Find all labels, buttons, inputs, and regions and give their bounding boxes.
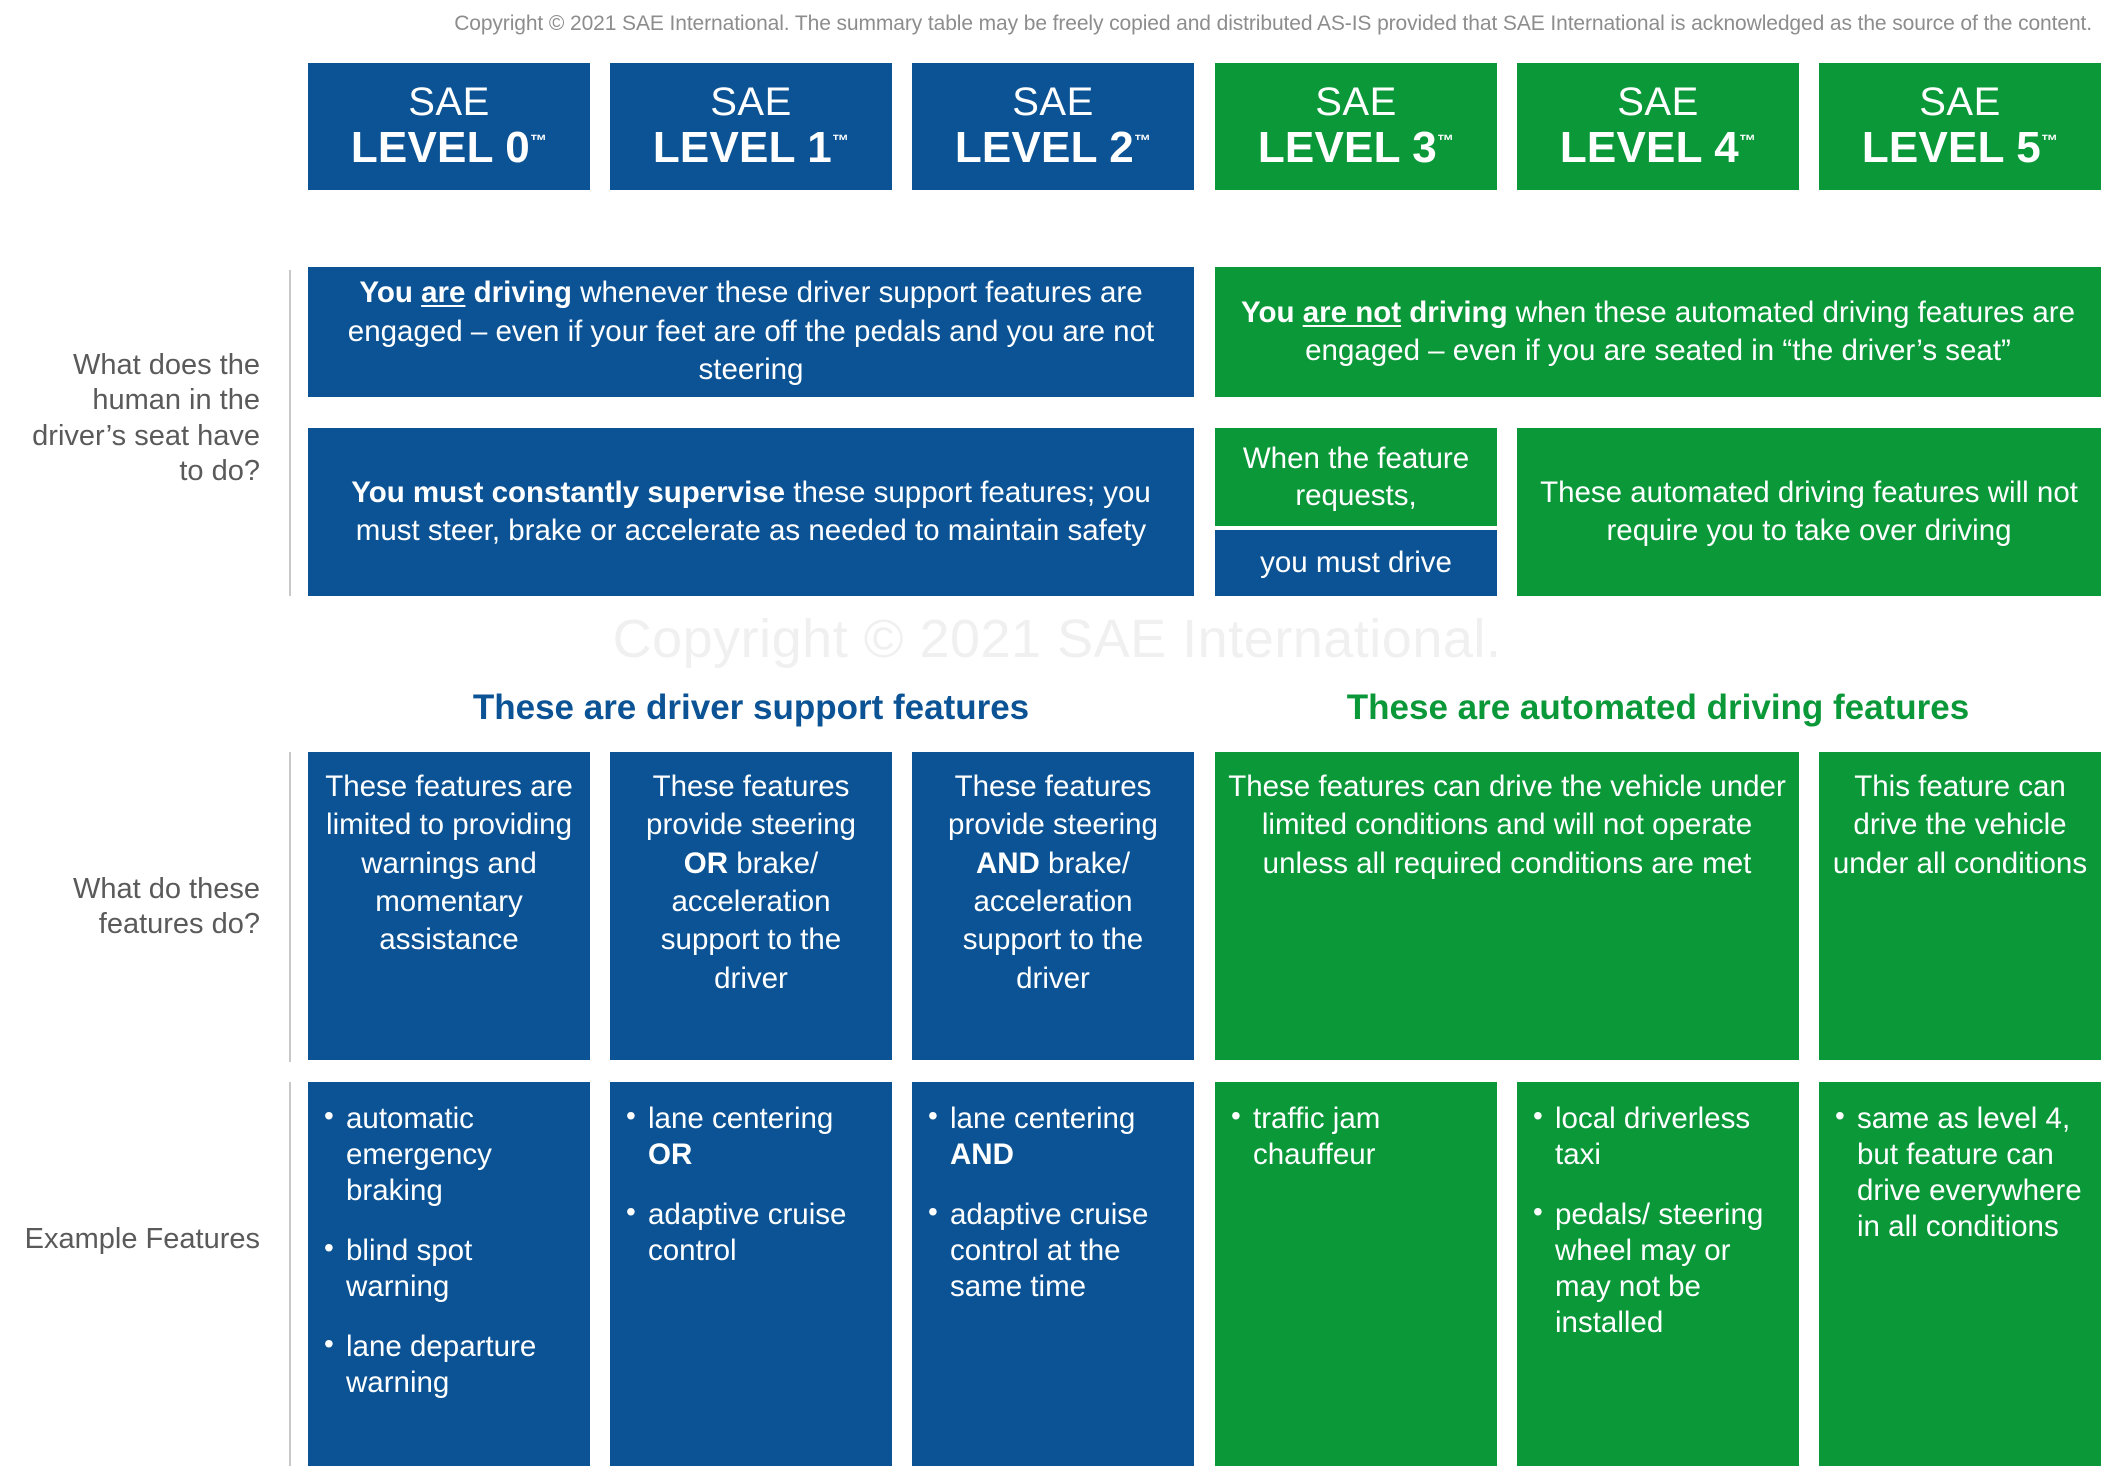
row-label-human-role: What does the human in the driver’s seat… (32, 349, 260, 488)
cell-examples-level2: lane centering AND adaptive cruise contr… (912, 1082, 1194, 1466)
level-header-3[interactable]: SAE LEVEL 3™ (1215, 63, 1497, 190)
human-role-automated-text: You are not driving when these automated… (1240, 295, 2076, 367)
cell-human-role-automated: You are not driving when these automated… (1215, 267, 2101, 397)
list-item: adaptive cruise control (626, 1195, 882, 1269)
list-item: same as level 4, but feature can drive e… (1835, 1099, 2091, 1245)
cell-l3-feature-request: When the feature requests, (1215, 428, 1497, 526)
level-name-0: LEVEL 0™ (350, 122, 548, 172)
cell-examples-level3: traffic jam chauffeur (1215, 1082, 1497, 1466)
cell-feature-function-level5: This feature can drive the vehicle under… (1819, 752, 2101, 1060)
list-item: local driverless taxi (1533, 1099, 1789, 1173)
examples-level0-list: automatic emergency braking blind spot w… (324, 1099, 580, 1401)
level-brand-3: SAE (1315, 79, 1397, 124)
trademark-1: ™ (831, 130, 850, 150)
section-caption-driver-support: These are driver support features (472, 688, 1030, 727)
examples-level1-list: lane centering (626, 1099, 882, 1137)
row-label-examples: Example Features (24, 1223, 260, 1255)
level-header-5[interactable]: SAE LEVEL 5™ (1819, 63, 2101, 190)
underline-are-not: are not (1302, 295, 1402, 329)
list-item: traffic jam chauffeur (1231, 1099, 1487, 1173)
cell-feature-function-level0: These features are limited to providing … (308, 752, 590, 1060)
row-label-feature-function: What do these features do? (73, 873, 260, 941)
examples-level5-list: same as level 4, but feature can drive e… (1835, 1099, 2091, 1245)
row-divider-human-role (289, 270, 291, 596)
trademark-5: ™ (2040, 130, 2059, 150)
list-item: automatic emergency braking (324, 1099, 580, 1209)
cell-examples-level5: same as level 4, but feature can drive e… (1819, 1082, 2101, 1466)
level-brand-2: SAE (1012, 79, 1094, 124)
level-brand-0: SAE (408, 79, 490, 124)
level-header-1[interactable]: SAE LEVEL 1™ (610, 63, 892, 190)
level-name-5: LEVEL 5™ (1861, 122, 2059, 172)
level-brand-4: SAE (1617, 79, 1699, 124)
trademark-0: ™ (529, 130, 548, 150)
human-role-support-text: You are drivingYou are driving whenever … (347, 276, 1155, 387)
list-item: adaptive cruise control at the same time (928, 1195, 1184, 1305)
list-item: lane centering (928, 1099, 1184, 1137)
level-name-1: LEVEL 1™ (652, 122, 850, 172)
level-header-2[interactable]: SAE LEVEL 2™ (912, 63, 1194, 190)
underline-are: are (421, 276, 466, 310)
level-name-4: LEVEL 4™ (1559, 122, 1757, 172)
list-item: lane centering (626, 1099, 882, 1137)
cell-examples-level0: automatic emergency braking blind spot w… (308, 1082, 590, 1466)
cell-l45-no-takeover: These automated driving features will no… (1517, 428, 2101, 596)
list-item: pedals/ steering wheel may or may not be… (1533, 1195, 1789, 1341)
level-name-3: LEVEL 3™ (1257, 122, 1455, 172)
cell-human-role-support: You are drivingYou are driving whenever … (308, 267, 1194, 397)
trademark-3: ™ (1436, 130, 1455, 150)
examples-level4-list: local driverless taxi pedals/ steering w… (1533, 1099, 1789, 1341)
cell-feature-function-level34: These features can drive the vehicle und… (1215, 752, 1799, 1060)
copyright-notice: Copyright © 2021 SAE International. The … (454, 12, 2092, 35)
level-header-0[interactable]: SAE LEVEL 0™ (308, 63, 590, 190)
examples-level3-list: traffic jam chauffeur (1231, 1099, 1487, 1173)
supervise-bold: You must constantly supervise (351, 475, 786, 509)
cell-examples-level1: lane centering OR adaptive cruise contro… (610, 1082, 892, 1466)
cell-examples-level4: local driverless taxi pedals/ steering w… (1517, 1082, 1799, 1466)
examples-level2-list-after: adaptive cruise control at the same time (928, 1195, 1184, 1305)
level-header-4[interactable]: SAE LEVEL 4™ (1517, 63, 1799, 190)
cell-l3-you-must-drive: you must drive (1215, 530, 1497, 596)
trademark-2: ™ (1133, 130, 1152, 150)
level-brand-5: SAE (1919, 79, 2001, 124)
list-item: lane departure warning (324, 1327, 580, 1401)
level-brand-1: SAE (710, 79, 792, 124)
examples-level2-conjunction: AND (950, 1137, 1014, 1171)
trademark-4: ™ (1738, 130, 1757, 150)
examples-level2-list: lane centering (928, 1099, 1184, 1137)
list-item: blind spot warning (324, 1231, 580, 1305)
examples-level1-list-after: adaptive cruise control (626, 1195, 882, 1269)
row-divider-feature-function (289, 752, 291, 1062)
section-caption-automated-driving: These are automated driving features (1346, 688, 1970, 727)
examples-level1-conjunction: OR (648, 1137, 693, 1171)
human-role-supervise-text: You must constantly supervise these supp… (351, 475, 1151, 547)
cell-human-role-supervise: You must constantly supervise these supp… (308, 428, 1194, 596)
level-name-2: LEVEL 2™ (954, 122, 1152, 172)
row-divider-examples (289, 1082, 291, 1466)
